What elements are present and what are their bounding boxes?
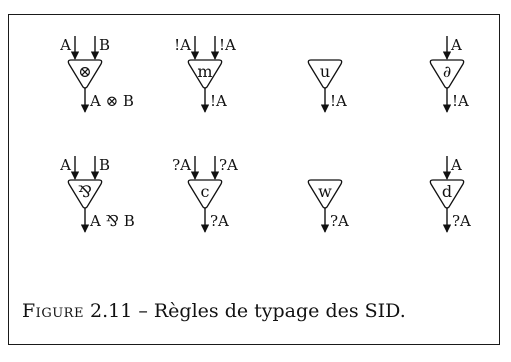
rule-cell: w ?A xyxy=(307,179,349,233)
node-symbol: u xyxy=(320,62,330,81)
node-symbol: d xyxy=(442,182,452,201)
node-triangle xyxy=(429,59,465,89)
input-label: A xyxy=(450,36,462,54)
node-triangle xyxy=(67,179,103,209)
caption-prefix: Figure xyxy=(22,300,84,322)
output-label: ?A xyxy=(330,212,349,230)
node-symbol: c xyxy=(201,182,210,201)
node-symbol: ⅋ xyxy=(78,182,92,201)
figure-frame xyxy=(8,14,500,345)
input-label: B xyxy=(99,156,110,174)
node-symbol: w xyxy=(318,182,332,201)
output-label: ?A xyxy=(210,212,229,230)
node-triangle xyxy=(307,59,343,89)
rule-cell: u!A xyxy=(307,59,347,113)
node-symbol: ⊗ xyxy=(78,62,91,81)
input-label: ?A xyxy=(172,156,191,174)
rule-cell: ⊗ A B A ⊗ B xyxy=(59,36,134,113)
node-symbol: m xyxy=(197,62,212,81)
rule-cell: ⅋ A B A ⅋ B xyxy=(59,156,135,233)
output-label: ?A xyxy=(452,212,471,230)
input-label: A xyxy=(450,156,462,174)
input-label: ?A xyxy=(219,156,238,174)
output-label: !A xyxy=(210,92,227,110)
input-label: A xyxy=(59,36,71,54)
output-label: !A xyxy=(330,92,347,110)
input-label: A xyxy=(59,156,71,174)
rule-cell: m !A !A !A xyxy=(174,36,236,113)
node-triangle xyxy=(429,179,465,209)
rule-cell: ∂ A !A xyxy=(429,36,469,113)
figure-caption: Figure 2.11 – Règles de typage des SID. xyxy=(22,300,406,322)
node-triangle xyxy=(67,59,103,89)
output-label: A ⅋ B xyxy=(89,212,135,230)
input-label: !A xyxy=(219,36,236,54)
node-triangle xyxy=(187,179,223,209)
rule-cell: dA ?A xyxy=(429,156,471,233)
rule-cell: c?A?A?A xyxy=(172,156,238,233)
output-label: !A xyxy=(452,92,469,110)
caption-text: 2.11 – Règles de typage des SID. xyxy=(89,300,406,322)
input-label: B xyxy=(99,36,110,54)
output-label: A ⊗ B xyxy=(89,92,134,110)
node-symbol: ∂ xyxy=(443,62,451,81)
node-triangle xyxy=(307,179,343,209)
input-label: !A xyxy=(174,36,191,54)
node-triangle xyxy=(187,59,223,89)
